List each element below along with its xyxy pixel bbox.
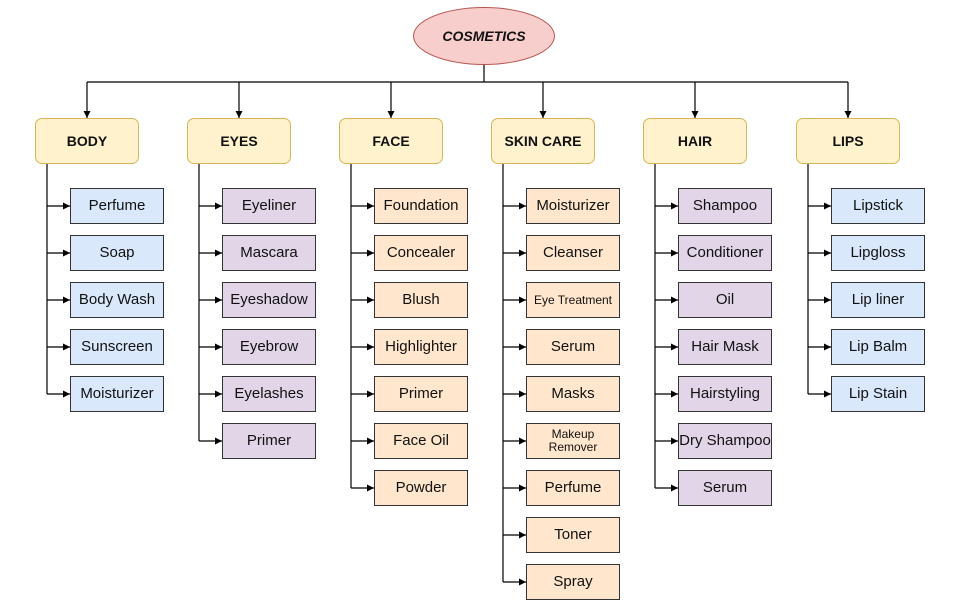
item-label: Face Oil [393, 432, 449, 450]
item-eyeliner: Eyeliner [222, 188, 316, 224]
category-eyes: EYES [187, 118, 291, 164]
item-label: Soap [99, 244, 135, 262]
item-face-oil: Face Oil [374, 423, 468, 459]
item-concealer: Concealer [374, 235, 468, 271]
item-label: Hair Mask [691, 338, 759, 356]
item-eyebrow: Eyebrow [222, 329, 316, 365]
item-lip-balm: Lip Balm [831, 329, 925, 365]
category-face: FACE [339, 118, 443, 164]
category-label: LIPS [832, 133, 864, 149]
category-lips: LIPS [796, 118, 900, 164]
item-label: Primer [398, 385, 444, 403]
item-label: Oil [715, 291, 735, 309]
item-lipgloss: Lipgloss [831, 235, 925, 271]
category-label: SKIN CARE [504, 133, 582, 149]
item-label: Conditioner [686, 244, 764, 262]
item-masks: Masks [526, 376, 620, 412]
category-hair: HAIR [643, 118, 747, 164]
category-label: EYES [220, 133, 258, 149]
item-lipstick: Lipstick [831, 188, 925, 224]
item-label: Eyeliner [241, 197, 297, 215]
item-eye-treatment: Eye Treatment [526, 282, 620, 318]
item-label: Eyelashes [234, 385, 304, 403]
item-perfume: Perfume [70, 188, 164, 224]
item-label: Sunscreen [81, 338, 153, 356]
item-body-wash: Body Wash [70, 282, 164, 318]
item-lip-liner: Lip liner [831, 282, 925, 318]
item-mascara: Mascara [222, 235, 316, 271]
item-label: Mascara [240, 244, 298, 262]
item-conditioner: Conditioner [678, 235, 772, 271]
item-serum: Serum [526, 329, 620, 365]
item-label: Perfume [88, 197, 146, 215]
item-label: Eye Treatment [533, 292, 613, 307]
item-label: Serum [702, 479, 748, 497]
item-label: Foundation [383, 197, 459, 215]
category-label: FACE [372, 133, 410, 149]
item-label: Moisturizer [536, 197, 610, 215]
root-node-cosmetics: COSMETICS [413, 7, 555, 65]
item-label: Concealer [386, 244, 456, 262]
root-label: COSMETICS [442, 28, 526, 44]
item-dry-shampoo: Dry Shampoo [678, 423, 772, 459]
item-foundation: Foundation [374, 188, 468, 224]
item-moisturizer: Moisturizer [526, 188, 620, 224]
item-label: Primer [246, 432, 292, 450]
item-label: Makeup Remover [548, 427, 598, 454]
item-label: Body Wash [78, 291, 156, 309]
item-shampoo: Shampoo [678, 188, 772, 224]
item-label: Cleanser [542, 244, 604, 262]
item-label: Hairstyling [689, 385, 761, 403]
item-sunscreen: Sunscreen [70, 329, 164, 365]
item-serum: Serum [678, 470, 772, 506]
item-soap: Soap [70, 235, 164, 271]
item-label: Perfume [544, 479, 602, 497]
item-label: Lip liner [851, 291, 905, 309]
category-skin-care: SKIN CARE [491, 118, 595, 164]
item-hairstyling: Hairstyling [678, 376, 772, 412]
item-perfume: Perfume [526, 470, 620, 506]
item-label: Lipstick [852, 197, 904, 215]
item-primer: Primer [374, 376, 468, 412]
item-label: Moisturizer [80, 385, 154, 403]
item-label: Spray [553, 573, 593, 591]
item-blush: Blush [374, 282, 468, 318]
item-label: Blush [402, 291, 440, 309]
item-hair-mask: Hair Mask [678, 329, 772, 365]
item-spray: Spray [526, 564, 620, 600]
item-cleanser: Cleanser [526, 235, 620, 271]
item-label: Eyeshadow [230, 291, 308, 309]
item-label: Dry Shampoo [679, 432, 771, 450]
item-label: Eyebrow [239, 338, 299, 356]
item-label: Powder [395, 479, 447, 497]
item-label: Serum [550, 338, 596, 356]
item-makeup-remover: Makeup Remover [526, 423, 620, 459]
category-body: BODY [35, 118, 139, 164]
item-label: Highlighter [385, 338, 457, 356]
item-moisturizer: Moisturizer [70, 376, 164, 412]
item-primer: Primer [222, 423, 316, 459]
item-label: Lip Balm [848, 338, 908, 356]
item-label: Masks [551, 385, 595, 403]
item-highlighter: Highlighter [374, 329, 468, 365]
item-eyelashes: Eyelashes [222, 376, 316, 412]
item-label: Shampoo [692, 197, 758, 215]
item-toner: Toner [526, 517, 620, 553]
item-label: Toner [554, 526, 592, 544]
item-lip-stain: Lip Stain [831, 376, 925, 412]
item-powder: Powder [374, 470, 468, 506]
category-label: BODY [66, 133, 108, 149]
item-label: Lip Stain [848, 385, 908, 403]
item-label: Lipgloss [850, 244, 906, 262]
item-oil: Oil [678, 282, 772, 318]
category-label: HAIR [677, 133, 713, 149]
item-eyeshadow: Eyeshadow [222, 282, 316, 318]
